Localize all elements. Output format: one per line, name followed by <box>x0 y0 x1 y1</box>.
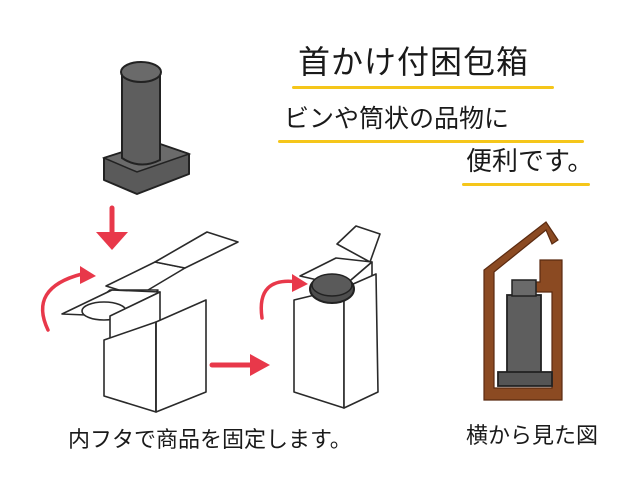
title-highlight <box>292 86 554 89</box>
side-view-base <box>497 371 553 387</box>
caption-inner-lid: 内フタで商品を固定します。 <box>68 428 352 453</box>
product-illustration <box>101 61 192 195</box>
side-view-illustration <box>483 221 563 401</box>
right-arrow-icon <box>209 354 270 376</box>
open-box-illustration <box>61 231 239 413</box>
curved-arrow-icon-2 <box>259 274 308 320</box>
curved-arrow-icon <box>40 266 96 332</box>
subtitle-line-2-highlight <box>462 183 590 186</box>
caption-side-view: 横から見た図 <box>466 424 599 449</box>
down-arrow-icon <box>96 205 128 250</box>
product-cylinder <box>121 70 161 166</box>
side-view-cylinder <box>506 294 542 374</box>
subtitle-line-2: 便利です。 <box>466 147 594 177</box>
subtitle-line-1: ビンや筒状の品物に <box>284 104 510 133</box>
subtitle-line-1-highlight <box>278 140 584 143</box>
page-title: 首かけ付困包箱 <box>298 43 530 81</box>
box-with-product-illustration <box>293 225 381 409</box>
cardboard-outline <box>483 221 563 401</box>
